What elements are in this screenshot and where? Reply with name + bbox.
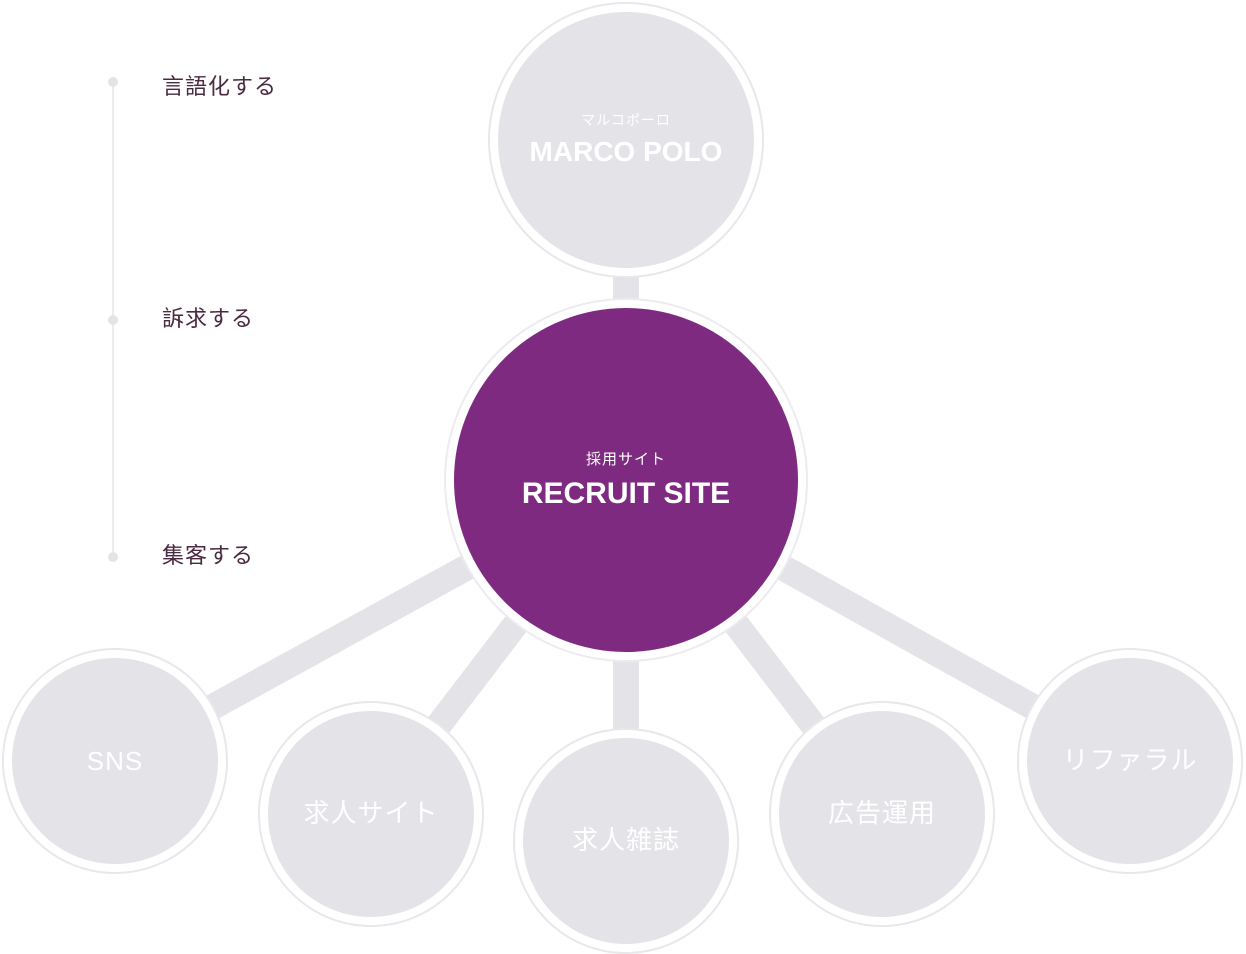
timeline-dot xyxy=(108,552,118,562)
node-recruit-site: 採用サイト RECRUIT SITE xyxy=(446,300,806,660)
timeline-dot xyxy=(108,77,118,87)
node-marco-polo: マルコポーロ MARCO POLO xyxy=(490,4,762,276)
timeline-step-appeal: 訴求する xyxy=(162,307,255,332)
node-recruit-site-title: RECRUIT SITE xyxy=(521,476,731,510)
node-job-magazine: 求人雑誌 xyxy=(515,730,737,952)
node-sns: SNS xyxy=(4,650,226,872)
node-ads-label: 広告運用 xyxy=(827,799,936,829)
node-referral: リファラル xyxy=(1019,650,1241,872)
node-job-magazine-label: 求人雑誌 xyxy=(571,826,680,856)
timeline-dot xyxy=(108,315,118,325)
node-referral-label: リファラル xyxy=(1062,746,1198,776)
node-marco-polo-title: MARCO POLO xyxy=(529,136,723,167)
node-recruit-site-sub: 採用サイト xyxy=(585,449,666,468)
node-marco-polo-sub: マルコポーロ xyxy=(581,113,671,129)
node-sns-label: SNS xyxy=(86,746,144,776)
timeline-step-verbalize: 言語化する xyxy=(162,75,278,100)
node-ads: 広告運用 xyxy=(771,703,993,925)
node-job-site-label: 求人サイト xyxy=(303,799,439,829)
node-job-site: 求人サイト xyxy=(260,703,482,925)
timeline-step-attract: 集客する xyxy=(162,544,255,569)
